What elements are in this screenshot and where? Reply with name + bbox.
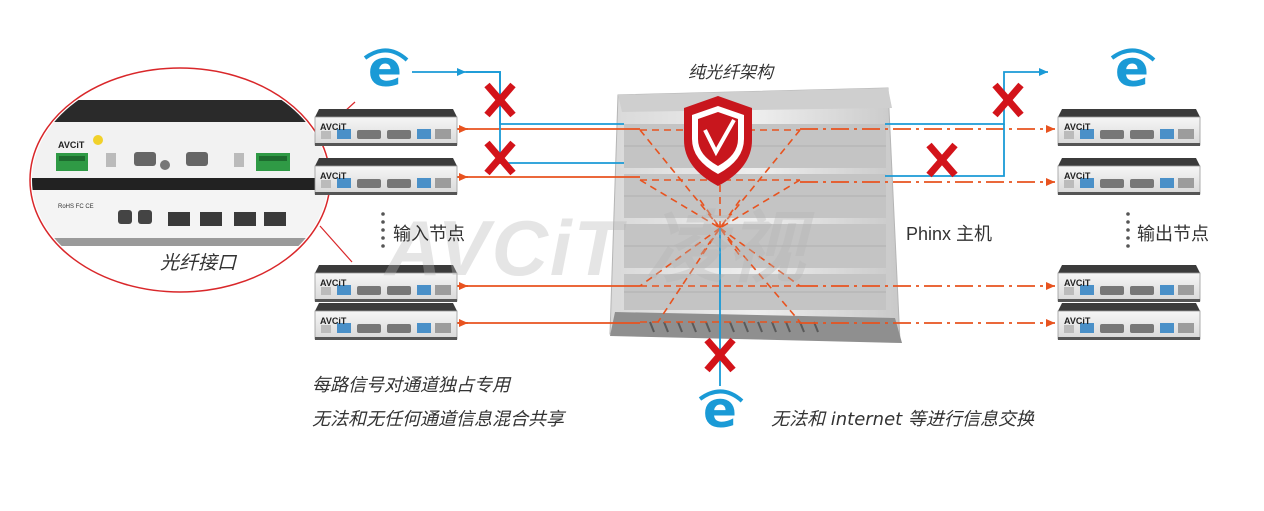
internal-crossing-lines — [639, 129, 801, 323]
input-node-label: 输入节点 — [393, 224, 465, 245]
signal-lines — [455, 125, 1055, 327]
node-brand: AVCiT — [320, 122, 347, 132]
node-brand: AVCiT — [1064, 278, 1091, 288]
watermark: AVCiT 凌视 — [385, 204, 807, 292]
fiber-interface-label: 光纤接口 — [160, 252, 237, 274]
input-ellipsis — [381, 212, 385, 248]
ie-icon — [698, 379, 744, 441]
shield-check-icon — [684, 96, 752, 186]
node-brand: AVCiT — [320, 316, 347, 326]
terminal-block-right — [256, 153, 290, 171]
output-ellipsis — [1126, 212, 1130, 248]
block-x-icon — [995, 85, 1021, 115]
svg-text:RoHS FC CE: RoHS FC CE — [58, 204, 94, 210]
sfp-ports — [168, 212, 286, 226]
node-brand-labels: AVCiT AVCiT AVCiT AVCiT AVCiT AVCiT AVCi… — [320, 122, 1091, 326]
chassis-vents — [649, 321, 819, 333]
note-no-sharing: 无法和无任何通道信息混合共享 — [312, 409, 564, 430]
node-brand: AVCiT — [1064, 122, 1091, 132]
note-no-internet: 无法和 internet 等进行信息交换 — [771, 409, 1034, 430]
terminal-block-left — [56, 153, 88, 171]
node-brand: AVCiT — [1064, 316, 1091, 326]
host-label: Phinx 主机 — [906, 224, 993, 244]
chassis-slots — [624, 145, 886, 293]
fiber-interface-zoom: AVCiT RoHS FC CE — [29, 67, 356, 293]
output-node-label: 输出节点 — [1137, 224, 1209, 245]
note-dedicated-channel: 每路信号对通道独占专用 — [312, 375, 510, 396]
block-x-icon — [929, 145, 955, 175]
ie-icon — [1110, 38, 1156, 100]
node-brand: AVCiT — [320, 278, 347, 288]
ie-icon — [363, 38, 409, 100]
node-brand: AVCiT — [1064, 171, 1091, 181]
phinx-host-chassis — [609, 87, 902, 343]
architecture-title: 纯光纤架构 — [688, 63, 773, 83]
node-brand: AVCiT — [320, 171, 347, 181]
svg-text:AVCiT: AVCiT — [58, 140, 85, 150]
